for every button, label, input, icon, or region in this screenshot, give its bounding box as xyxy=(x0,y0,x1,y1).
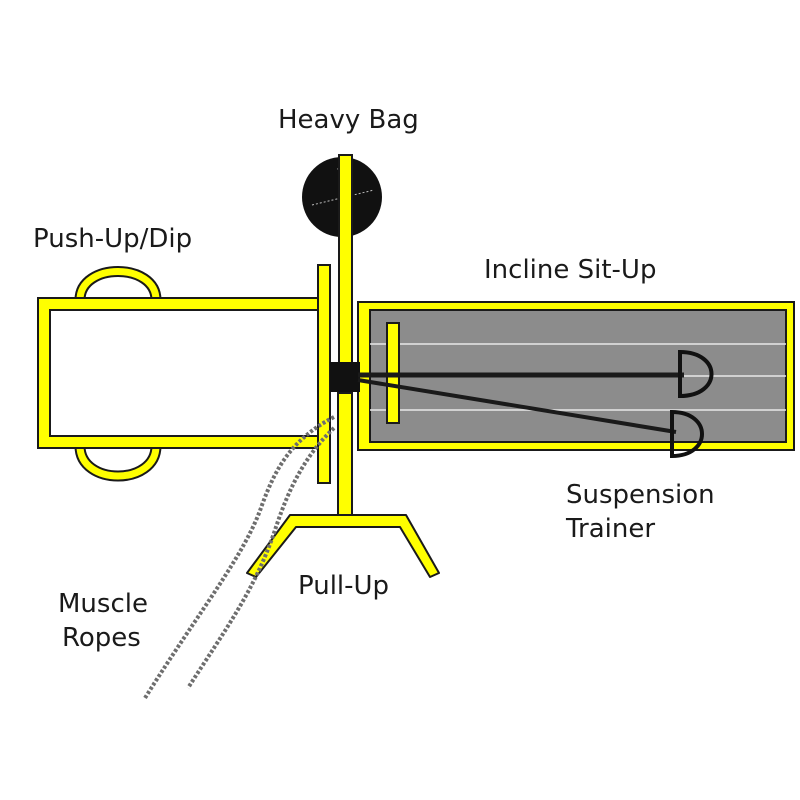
label-muscle-ropes-1: Muscle xyxy=(58,589,148,619)
push-up-frame xyxy=(37,297,321,449)
label-push-up-dip: Push-Up/Dip xyxy=(33,224,193,254)
muscle-ropes xyxy=(143,415,336,700)
label-pull-up: Pull-Up xyxy=(298,571,390,601)
pull-up-post-lower xyxy=(337,392,353,516)
incline-sit-up-bench xyxy=(357,301,795,451)
push-up-dip-station xyxy=(37,264,331,484)
push-up-bottom-handle xyxy=(76,445,160,480)
label-heavy-bag: Heavy Bag xyxy=(278,105,419,135)
label-muscle-ropes-2: Ropes xyxy=(62,623,141,653)
pull-up-post-upper xyxy=(338,154,353,364)
push-up-upright xyxy=(317,264,331,484)
pull-up-base xyxy=(246,514,440,578)
label-suspension-trainer-1: Suspension xyxy=(566,480,715,510)
muscle-rope xyxy=(186,426,336,690)
label-incline-sit-up: Incline Sit-Up xyxy=(484,255,657,285)
suspension-strap xyxy=(357,378,677,434)
pull-up-station xyxy=(246,154,440,578)
suspension-handle-icon xyxy=(670,409,704,459)
suspension-handle-icon xyxy=(678,349,714,399)
label-suspension-trainer-2: Trainer xyxy=(566,514,656,544)
suspension-trainer xyxy=(357,349,714,459)
center-mount-block xyxy=(330,362,360,392)
muscle-rope xyxy=(143,415,335,700)
push-up-top-handle xyxy=(76,268,160,301)
